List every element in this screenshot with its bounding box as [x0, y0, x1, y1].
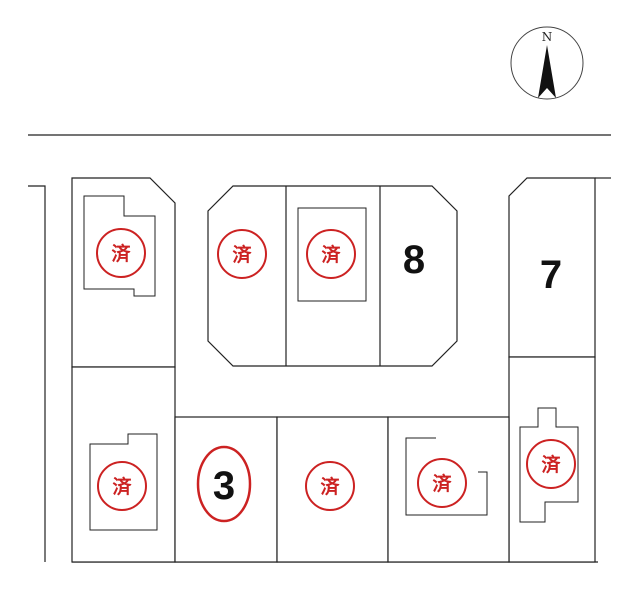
lot-top-left-sold-seal-icon: 済 — [96, 228, 146, 278]
lot-bottom-center-sold-label: 済 — [320, 475, 340, 498]
lot-3-highlight-ring — [196, 445, 252, 523]
compass-north-label: N — [542, 30, 553, 44]
lot-center-left-sold-seal-icon: 済 — [217, 229, 267, 279]
lot-bottom-left-sold-label: 済 — [112, 475, 132, 498]
lot-8-number: 8 — [403, 238, 425, 282]
north-compass: N — [510, 26, 584, 100]
lot-right-lower-sold-seal-icon: 済 — [526, 439, 576, 489]
compass-needle-icon — [538, 45, 556, 98]
lot-center-middle-house — [297, 207, 367, 302]
lot-center-left-sold-label: 済 — [232, 243, 252, 266]
lot-bottom-right-sold-seal-icon: 済 — [417, 458, 467, 508]
lot-top-left-sold-label: 済 — [111, 242, 131, 265]
lot-bottom-center-sold-seal-icon: 済 — [305, 461, 355, 511]
lot-bottom-left-sold-seal-icon: 済 — [97, 461, 147, 511]
left-boundary — [28, 185, 46, 562]
lot-center-middle-sold-label: 済 — [321, 243, 341, 266]
lot-7-number: 7 — [540, 253, 562, 297]
lot-center-middle-sold-seal-icon: 済 — [306, 229, 356, 279]
lot-bottom-right-sold-label: 済 — [432, 472, 452, 495]
lot-right-lower-sold-label: 済 — [541, 453, 561, 476]
lot-3-number: 3 — [213, 464, 235, 508]
